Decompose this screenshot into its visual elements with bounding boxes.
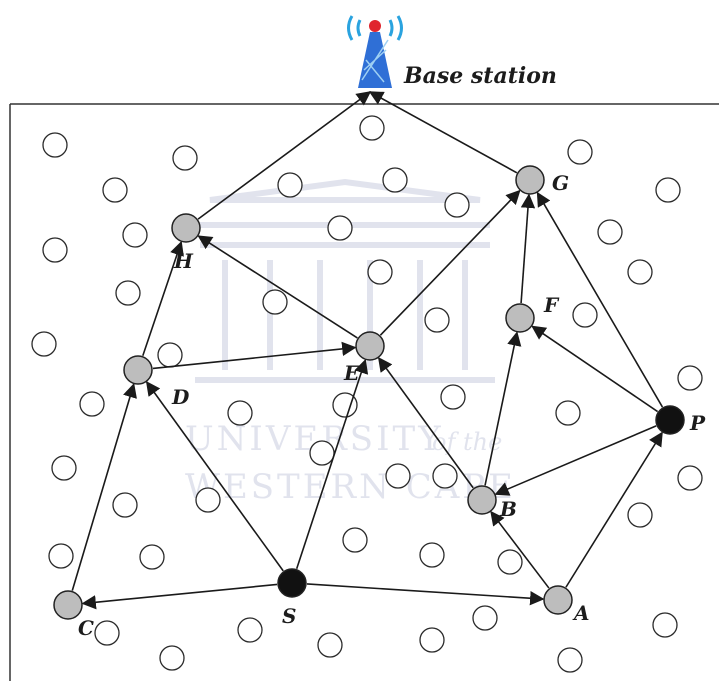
- node-d: [123, 355, 153, 385]
- idle-sensor-node: [102, 177, 128, 203]
- node-g: [515, 165, 545, 195]
- idle-sensor-node: [122, 222, 148, 248]
- idle-sensor-node: [227, 400, 253, 426]
- idle-sensor-node: [597, 219, 623, 245]
- idle-sensor-node: [419, 542, 445, 568]
- edge-G-BS: [368, 91, 518, 174]
- routing-edges: [71, 91, 664, 610]
- edge-A-B: [490, 510, 550, 589]
- idle-sensor-node: [655, 177, 681, 203]
- edge-C-D: [71, 382, 137, 591]
- idle-sensor-node: [367, 259, 393, 285]
- idle-sensor-node: [237, 617, 263, 643]
- idle-sensor-node: [309, 440, 335, 466]
- idle-sensor-node: [327, 215, 353, 241]
- idle-sensor-node: [51, 455, 77, 481]
- idle-sensor-node: [424, 307, 450, 333]
- idle-sensor-node: [195, 487, 221, 513]
- edge-P-F: [531, 325, 659, 413]
- idle-sensor-node: [419, 627, 445, 653]
- node-label-p: P: [689, 411, 706, 435]
- edge-S-A: [306, 583, 545, 606]
- idle-sensor-node: [48, 543, 74, 569]
- edge-D-H: [142, 240, 184, 357]
- idle-sensor-node: [472, 605, 498, 631]
- idle-sensor-node: [42, 237, 68, 263]
- node-a: [543, 585, 573, 615]
- edge-A-P: [565, 431, 663, 588]
- idle-sensor-node: [444, 192, 470, 218]
- edge-P-G: [536, 191, 664, 408]
- node-p: [655, 405, 685, 435]
- base-station-label: Base station: [403, 63, 557, 89]
- idle-sensor-node: [652, 612, 678, 638]
- edge-D-E: [152, 341, 357, 370]
- node-h: [171, 213, 201, 243]
- idle-sensor-node: [277, 172, 303, 198]
- node-label-b: B: [499, 497, 517, 521]
- node-label-c: C: [78, 616, 94, 640]
- node-c: [53, 590, 83, 620]
- idle-sensor-node: [557, 647, 583, 673]
- idle-sensor-node: [555, 400, 581, 426]
- edge-S-D: [145, 380, 284, 572]
- idle-sensor-node: [112, 492, 138, 518]
- idle-sensor-node: [497, 549, 523, 575]
- edge-S-C: [81, 583, 278, 610]
- watermark: UNIVERSITY of the WESTERN CAPE: [185, 178, 516, 507]
- node-label-s: S: [282, 604, 296, 628]
- idle-sensor-node: [31, 331, 57, 357]
- node-label-a: A: [572, 601, 590, 625]
- node-label-h: H: [173, 249, 194, 273]
- node-b: [467, 485, 497, 515]
- idle-sensor-node: [332, 392, 358, 418]
- idle-sensor-node: [172, 145, 198, 171]
- node-label-e: E: [343, 361, 360, 385]
- idle-nodes: [31, 115, 703, 673]
- edge-F-G: [520, 193, 536, 304]
- edge-E-H: [197, 235, 358, 339]
- edge-E-G: [379, 189, 521, 336]
- edge-B-E: [377, 356, 474, 489]
- idle-sensor-node: [627, 502, 653, 528]
- idle-sensor-node: [139, 544, 165, 570]
- edge-S-E: [295, 358, 369, 570]
- edge-P-B: [494, 425, 657, 496]
- node-label-d: D: [171, 385, 190, 409]
- idle-sensor-node: [157, 342, 183, 368]
- node-f: [505, 303, 535, 333]
- idle-sensor-node: [677, 365, 703, 391]
- idle-sensor-node: [115, 280, 141, 306]
- idle-sensor-node: [342, 527, 368, 553]
- idle-sensor-node: [94, 620, 120, 646]
- watermark-line1-suffix: of the: [432, 428, 502, 456]
- node-e: [355, 331, 385, 361]
- active-nodes: H D E G F B A C S P: [53, 165, 706, 640]
- idle-sensor-node: [385, 463, 411, 489]
- node-label-f: F: [543, 293, 560, 317]
- idle-sensor-node: [159, 645, 185, 671]
- idle-sensor-node: [317, 632, 343, 658]
- node-s: [277, 568, 307, 598]
- tower-icon: [347, 15, 403, 88]
- idle-sensor-node: [79, 391, 105, 417]
- idle-sensor-node: [572, 302, 598, 328]
- idle-sensor-node: [567, 139, 593, 165]
- idle-sensor-node: [432, 463, 458, 489]
- idle-sensor-node: [42, 132, 68, 158]
- watermark-line2: WESTERN CAPE: [185, 467, 516, 507]
- idle-sensor-node: [440, 384, 466, 410]
- idle-sensor-node: [262, 289, 288, 315]
- node-label-g: G: [552, 171, 569, 195]
- edge-B-F: [484, 331, 522, 486]
- edge-H-BS: [197, 91, 372, 220]
- base-station: Base station: [347, 15, 557, 89]
- idle-sensor-node: [359, 115, 385, 141]
- idle-sensor-node: [677, 465, 703, 491]
- idle-sensor-node: [627, 259, 653, 285]
- idle-sensor-node: [382, 167, 408, 193]
- watermark-building-icon: [195, 178, 495, 383]
